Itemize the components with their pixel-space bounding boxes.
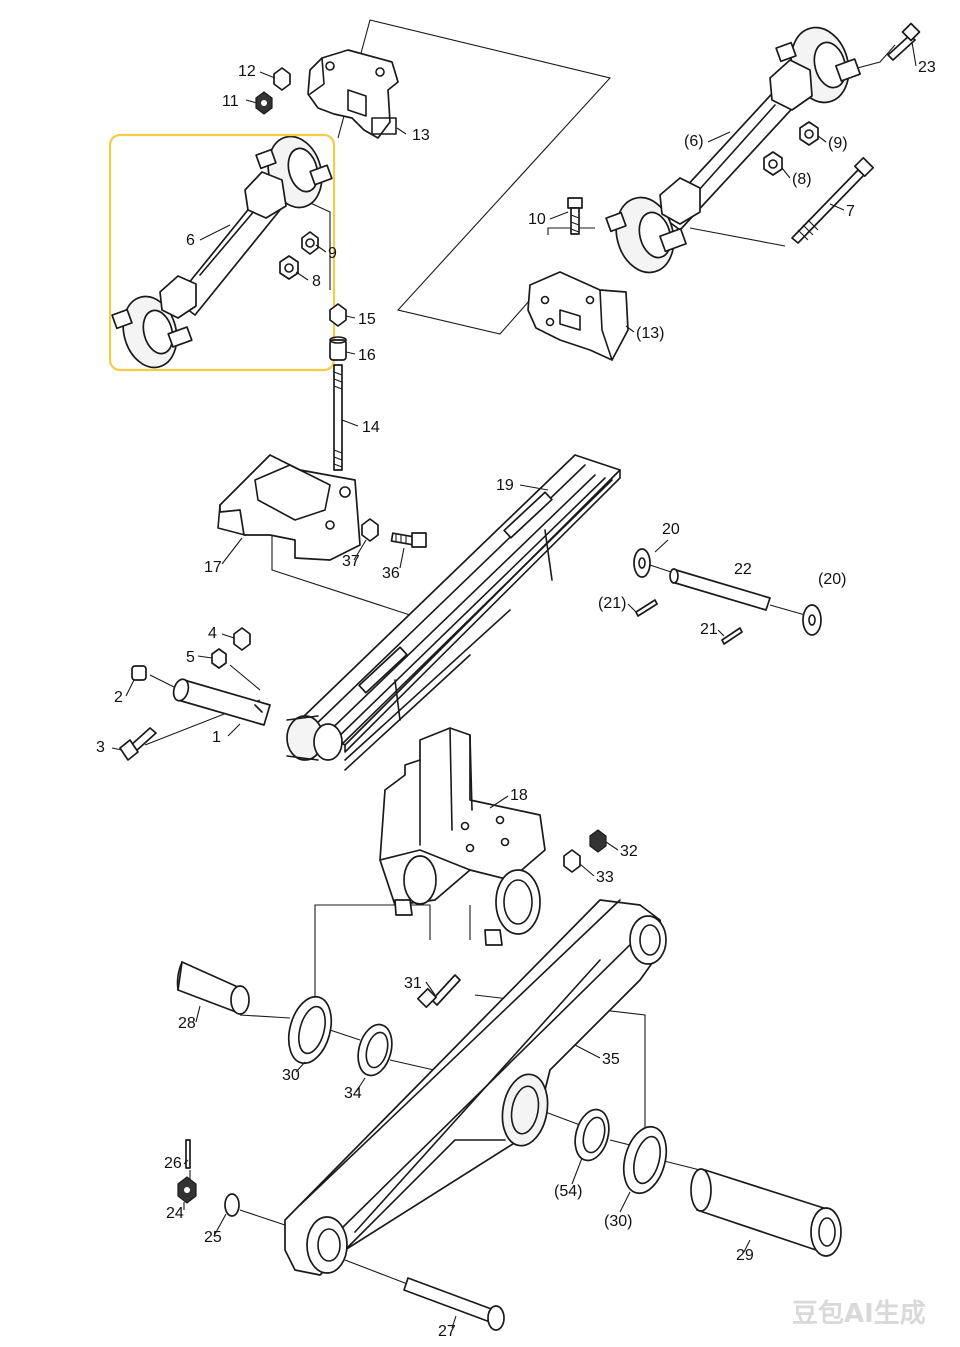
label-1: 1	[212, 729, 221, 746]
bushing-29	[690, 1168, 842, 1257]
washer-33	[563, 849, 581, 873]
washer-54b	[574, 1108, 610, 1162]
label-15: 15	[358, 311, 376, 328]
nut-9-left	[301, 231, 319, 255]
label-21: 21	[700, 621, 718, 638]
saddle-17	[217, 454, 361, 561]
bolt-10	[567, 197, 583, 235]
cotter-26	[185, 1139, 191, 1169]
nut-4	[233, 627, 251, 651]
label-8b: (8)	[792, 171, 812, 188]
label-31: 31	[404, 975, 422, 992]
label-9: 9	[328, 245, 337, 262]
label-32: 32	[620, 843, 638, 860]
label-12: 12	[238, 63, 256, 80]
highlight-box	[108, 133, 336, 372]
label-4: 4	[208, 625, 217, 642]
label-35: 35	[602, 1051, 620, 1068]
label-27: 27	[438, 1323, 456, 1340]
label-19: 19	[496, 477, 514, 494]
bolt-36	[390, 532, 427, 548]
bolt-7	[791, 156, 875, 244]
label-20b: (20)	[818, 571, 846, 588]
label-28: 28	[178, 1015, 196, 1032]
label-26: 26	[164, 1155, 182, 1172]
castle-nut-24	[177, 1176, 197, 1204]
upper-bracket-13	[307, 49, 399, 139]
cotter-21b	[635, 599, 658, 617]
nut-12	[273, 67, 291, 91]
washer-5	[211, 648, 227, 669]
label-leaders	[111, 41, 917, 1329]
washer-25	[224, 1193, 240, 1217]
nut-8-left	[279, 255, 299, 280]
label-7: 7	[846, 203, 855, 220]
label-8: 8	[312, 273, 321, 290]
nut-9-right	[799, 121, 819, 146]
torque-rod-6-left	[111, 135, 333, 369]
label-17: 17	[204, 559, 222, 576]
assembly-lines	[144, 19, 896, 1286]
stud-14	[333, 364, 343, 471]
bolt-23	[887, 22, 921, 61]
bushing-28	[176, 961, 250, 1015]
label-23: 23	[918, 59, 936, 76]
washer-30b	[622, 1125, 668, 1195]
label-24: 24	[166, 1205, 184, 1222]
label-6b: (6)	[684, 133, 704, 150]
part-labels: 12 11 13 6 9 8 15 16 14 23 (6) (9) (8) 7…	[96, 59, 936, 1340]
label-25: 25	[204, 1229, 222, 1246]
label-11: 11	[222, 93, 239, 110]
nut-8-right	[763, 151, 783, 176]
label-13: 13	[412, 127, 430, 144]
label-2: 2	[114, 689, 123, 706]
leaf-spring-19	[286, 454, 621, 771]
label-10: 10	[528, 211, 546, 228]
label-29: 29	[736, 1247, 754, 1264]
label-30: 30	[282, 1067, 300, 1084]
spacer-16	[329, 336, 347, 361]
label-13b: (13)	[636, 325, 664, 342]
pin-1	[172, 678, 271, 726]
bolt-3	[119, 727, 157, 761]
lower-bracket-13	[527, 271, 629, 361]
swing-arm-35	[284, 899, 667, 1276]
pin-27	[403, 1277, 505, 1331]
label-22: 22	[734, 561, 752, 578]
bolt-31	[416, 974, 461, 1009]
nut-32	[589, 829, 607, 853]
washer-30	[287, 995, 333, 1065]
cotter-21	[721, 627, 743, 645]
label-16: 16	[358, 347, 376, 364]
label-33: 33	[596, 869, 614, 886]
hanger-bracket-18	[379, 727, 546, 946]
washer-20	[633, 548, 651, 578]
nut-15	[329, 303, 347, 327]
label-20: 20	[662, 521, 680, 538]
label-18: 18	[510, 787, 528, 804]
label-3: 3	[96, 739, 105, 756]
nut-11	[255, 91, 273, 115]
grease-nipple-2	[131, 665, 147, 681]
label-54b: (54)	[554, 1183, 582, 1200]
nut-37	[361, 518, 379, 542]
label-36: 36	[382, 565, 400, 582]
label-5: 5	[186, 649, 195, 666]
washer-34	[357, 1023, 393, 1077]
pin-22	[669, 568, 771, 611]
label-6: 6	[186, 232, 195, 249]
label-30b: (30)	[604, 1213, 632, 1230]
label-9b: (9)	[828, 135, 848, 152]
label-21b: (21)	[598, 595, 626, 612]
washer-20b	[802, 604, 822, 636]
torque-rod-6-right	[605, 26, 861, 274]
label-14: 14	[362, 419, 380, 436]
watermark: 豆包AI生成	[792, 1298, 926, 1329]
